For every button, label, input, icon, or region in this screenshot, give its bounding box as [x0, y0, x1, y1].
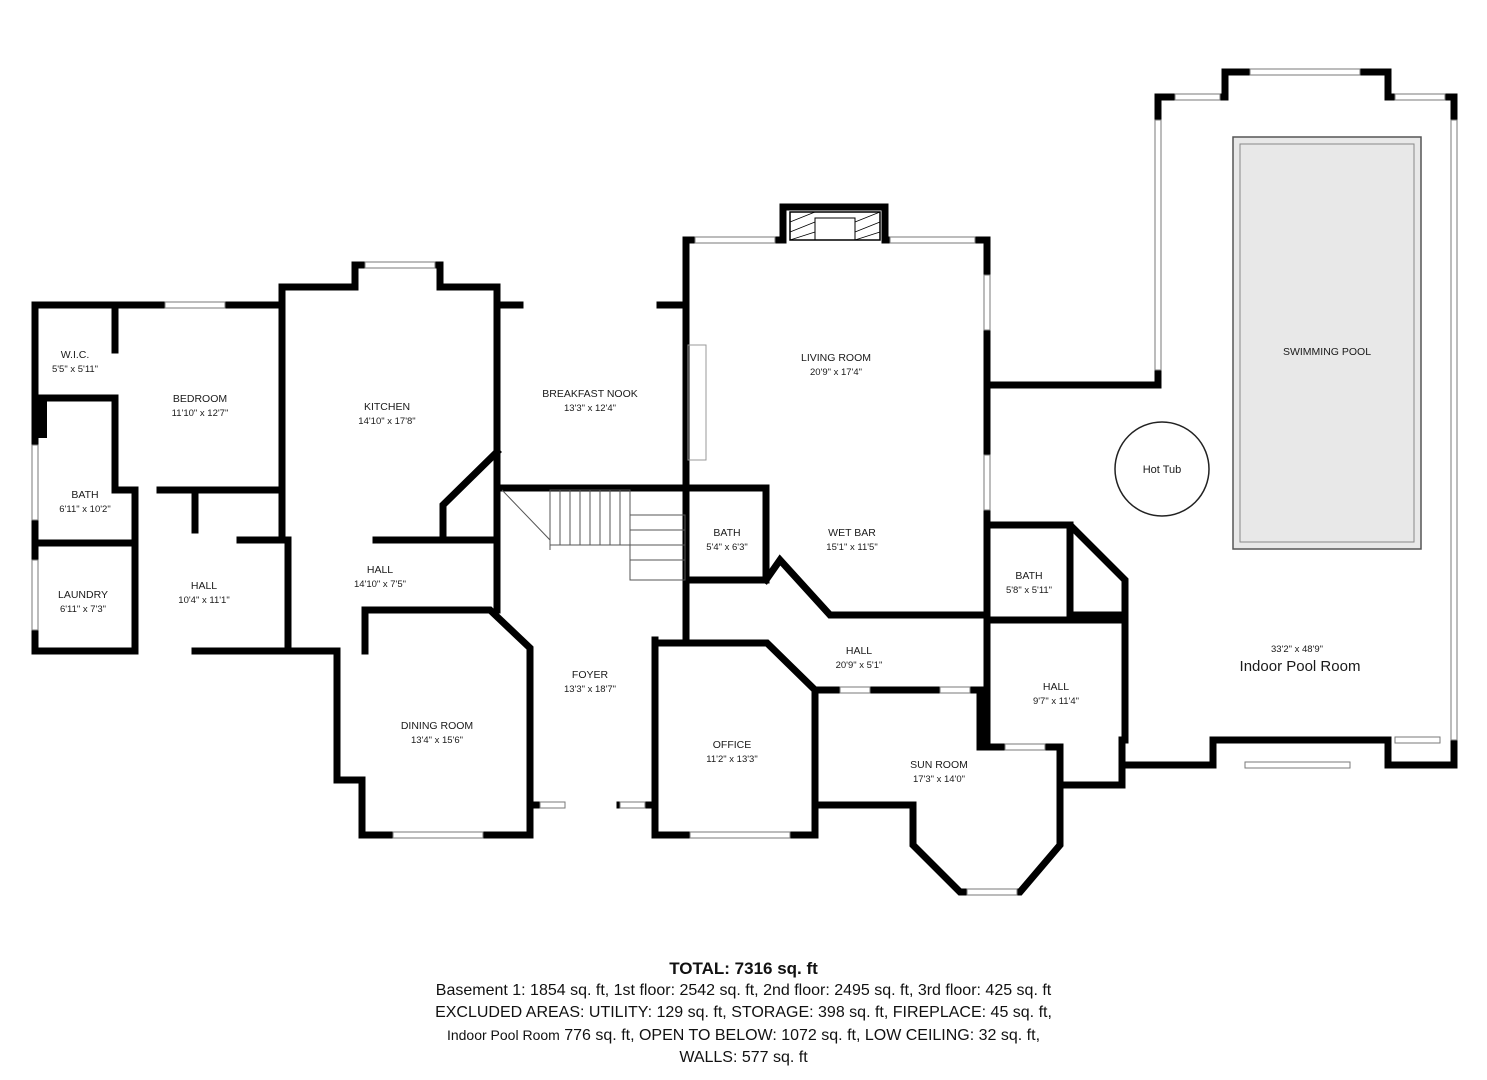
windows	[31, 68, 1458, 896]
summary-line3-name: Indoor Pool Room	[446, 1027, 560, 1043]
room-label-kitchen: KITCHEN	[364, 401, 410, 413]
room-label-hall-east: HALL	[1043, 681, 1069, 693]
room-dims-sunroom: 17'3" x 14'0"	[913, 774, 965, 785]
stairs	[501, 489, 686, 581]
room-dims-bedroom: 11'10" x 12'7"	[172, 408, 229, 419]
room-label-bedroom: BEDROOM	[173, 393, 227, 405]
room-dims-hall-kitchen: 14'10" x 7'5"	[354, 579, 406, 590]
room-dims-foyer: 13'3" x 18'7"	[564, 684, 616, 695]
room-dims-kitchen: 14'10" x 17'8"	[358, 416, 415, 427]
room-label-bath-center: BATH	[713, 527, 740, 539]
fireplace	[789, 211, 881, 241]
room-labels: W.I.C. 5'5" x 5'11" BEDROOM 11'10" x 12'…	[52, 346, 1371, 785]
room-label-hall-center: HALL	[846, 645, 872, 657]
room-dims-living: 20'9" x 17'4"	[810, 367, 862, 378]
central-walls	[284, 68, 1458, 896]
room-label-wic: W.I.C.	[61, 349, 90, 361]
pool-label: SWIMMING POOL	[1283, 346, 1371, 358]
room-dims-breakfast: 13'3" x 12'4"	[564, 403, 616, 414]
hot-tub	[1114, 421, 1210, 517]
poolroom-label: Indoor Pool Room	[1240, 658, 1361, 675]
room-dims-wic: 5'5" x 5'11"	[52, 364, 98, 375]
room-dims-wetbar: 15'1" x 11'5"	[826, 542, 877, 553]
room-dims-bath-west: 6'11" x 10'2"	[59, 504, 110, 515]
summary-walls: WALLS: 577 sq. ft	[679, 1049, 808, 1066]
swimming-pool	[1232, 136, 1422, 550]
room-dims-hall-west: 10'4" x 11'1"	[178, 595, 229, 606]
room-label-office: OFFICE	[713, 739, 752, 751]
room-dims-laundry: 6'11" x 7'3"	[60, 604, 106, 615]
summary-line3: Indoor Pool Room 776 sq. ft, OPEN TO BEL…	[0, 1024, 1487, 1047]
room-label-laundry: LAUNDRY	[58, 589, 108, 601]
counter	[687, 344, 707, 461]
room-label-hall-kitchen: HALL	[367, 564, 393, 576]
room-dims-bath-center: 5'4" x 6'3"	[706, 542, 748, 553]
room-label-living: LIVING ROOM	[801, 352, 871, 364]
room-label-bath-west: BATH	[71, 489, 98, 501]
room-label-wetbar: WET BAR	[828, 527, 876, 539]
area-summary: TOTAL: 7316 sq. ft Basement 1: 1854 sq. …	[0, 958, 1487, 1069]
room-label-foyer: FOYER	[572, 669, 609, 681]
total-area: TOTAL: 7316 sq. ft	[669, 959, 818, 978]
room-dims-hall-center: 20'9" x 5'1"	[836, 660, 883, 671]
poolroom-dims: 33'2" x 48'9"	[1271, 644, 1323, 655]
room-dims-hall-east: 9'7" x 11'4"	[1033, 696, 1079, 707]
room-label-dining: DINING ROOM	[401, 720, 473, 732]
room-dims-office: 11'2" x 13'3"	[706, 754, 757, 765]
summary-excluded: EXCLUDED AREAS: UTILITY: 129 sq. ft, STO…	[435, 1004, 1052, 1021]
room-dims-bath-east: 5'8" x 5'11"	[1006, 585, 1052, 596]
floor-plan: W.I.C. 5'5" x 5'11" BEDROOM 11'10" x 12'…	[31, 68, 1458, 896]
room-dims-dining: 13'4" x 15'6"	[411, 735, 463, 746]
room-label-breakfast: BREAKFAST NOOK	[542, 388, 638, 400]
room-label-hall-west: HALL	[191, 580, 217, 592]
summary-line3-rest: 776 sq. ft, OPEN TO BELOW: 1072 sq. ft, …	[559, 1027, 1041, 1044]
room-label-sunroom: SUN ROOM	[910, 759, 968, 771]
chimney-block	[33, 398, 47, 438]
summary-floors: Basement 1: 1854 sq. ft, 1st floor: 2542…	[435, 982, 1052, 999]
hottub-label: Hot Tub	[1143, 464, 1182, 476]
room-label-bath-east: BATH	[1015, 570, 1042, 582]
